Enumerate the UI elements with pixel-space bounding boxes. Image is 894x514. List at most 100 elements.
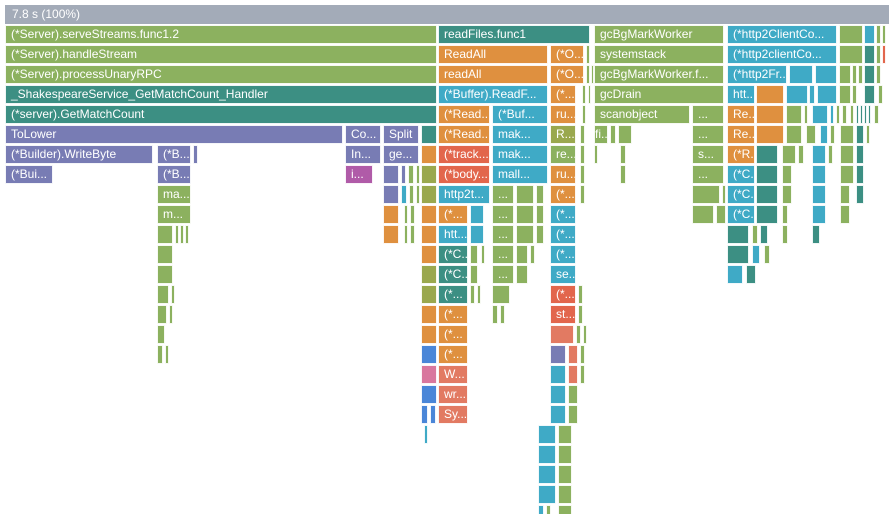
flame-frame-labeled[interactable]: (*... [438,325,468,344]
flame-frame[interactable] [421,165,437,184]
flame-frame-labeled[interactable]: (*... [550,205,576,224]
flame-frame[interactable] [401,185,407,204]
flame-frame[interactable] [727,245,749,264]
flame-frame-labeled[interactable]: ... [492,225,514,244]
flame-frame-labeled[interactable]: (*... [438,285,468,304]
flame-frame-labeled[interactable]: ma... [157,185,191,204]
flame-frame[interactable] [727,225,749,244]
flame-frame[interactable] [538,445,556,464]
flame-frame-labeled[interactable]: http2t... [438,185,490,204]
flame-frame[interactable] [882,25,886,44]
flame-frame[interactable] [864,25,875,44]
flame-frame-labeled[interactable]: mak... [492,145,548,164]
flame-frame[interactable] [404,205,408,224]
flame-frame[interactable] [756,205,778,224]
flame-frame-labeled[interactable]: mall... [492,165,548,184]
flame-frame[interactable] [157,345,163,364]
flame-frame-labeled[interactable]: ReadAll [438,45,548,64]
flame-frame[interactable] [550,345,566,364]
flame-frame[interactable] [839,45,863,64]
flame-frame[interactable] [809,85,815,104]
flame-frame-labeled[interactable]: (*R... [727,145,755,164]
flame-frame[interactable] [421,185,437,204]
flame-frame[interactable] [421,365,437,384]
flame-frame[interactable] [165,345,169,364]
flame-frame[interactable] [580,345,585,364]
flame-frame[interactable] [864,45,875,64]
flame-frame[interactable] [424,425,428,444]
flame-frame[interactable] [716,205,726,224]
flame-frame[interactable] [538,505,544,514]
flame-frame[interactable] [858,65,863,84]
flame-frame[interactable] [815,65,837,84]
flame-frame[interactable] [157,305,167,324]
flame-frame[interactable] [568,405,578,424]
flame-frame[interactable] [550,385,566,404]
flame-frame[interactable] [536,205,544,224]
flame-frame[interactable] [470,265,478,284]
flame-frame-labeled[interactable]: (*B... [157,145,191,164]
flame-frame[interactable] [856,145,864,164]
flame-frame[interactable] [586,65,590,84]
flame-frame[interactable] [516,245,528,264]
flame-frame[interactable] [477,285,481,304]
flame-frame[interactable] [180,225,184,244]
flame-frame[interactable] [876,45,881,64]
flame-frame[interactable] [782,225,788,244]
flame-frame[interactable] [546,505,551,514]
flame-frame[interactable] [157,225,173,244]
flame-frame[interactable] [842,105,847,124]
flame-frame-labeled[interactable]: Co... [345,125,381,144]
flame-frame[interactable] [839,85,851,104]
flame-frame[interactable] [416,165,420,184]
flame-frame[interactable] [538,465,556,484]
flame-frame-labeled[interactable]: fi... [594,125,608,144]
flame-frame[interactable] [756,85,784,104]
flame-frame-labeled[interactable]: (*http2clientCo... [727,45,837,64]
flame-frame-labeled[interactable]: wr... [438,385,468,404]
flame-frame-labeled[interactable]: (*O... [550,65,584,84]
flame-frame[interactable] [470,225,484,244]
flame-frame-labeled[interactable]: (*C... [727,185,755,204]
flame-frame[interactable] [383,185,399,204]
flame-frame[interactable] [500,305,505,324]
flame-frame[interactable] [868,105,871,124]
flame-frame[interactable] [840,165,854,184]
flame-frame-labeled[interactable]: (*track... [438,145,490,164]
flame-frame[interactable] [578,285,583,304]
flame-frame[interactable] [408,165,414,184]
flame-frame-labeled[interactable]: (*O... [550,45,584,64]
flame-frame[interactable] [492,285,510,304]
flame-frame[interactable] [430,405,436,424]
flame-frame[interactable] [558,445,572,464]
flame-frame[interactable] [786,125,802,144]
flame-frame[interactable] [764,245,770,264]
flame-frame[interactable] [516,205,534,224]
flame-frame-labeled[interactable]: W... [438,365,468,384]
flame-frame[interactable] [752,225,758,244]
flame-frame[interactable] [830,105,834,124]
flame-frame[interactable] [864,65,875,84]
flame-frame[interactable] [610,125,616,144]
flame-frame[interactable] [812,185,826,204]
flame-frame[interactable] [421,405,428,424]
flame-frame-labeled[interactable]: ru... [550,165,576,184]
flame-frame[interactable] [591,65,594,84]
flame-graph-root-bar[interactable]: 7.8 s (100%) [5,5,889,24]
flame-frame[interactable] [782,165,792,184]
flame-frame-labeled[interactable]: gcBgMarkWorker.f... [594,65,724,84]
flame-frame[interactable] [878,85,883,104]
flame-frame[interactable] [620,145,626,164]
flame-frame-labeled[interactable]: ru... [550,105,576,124]
flame-frame[interactable] [789,65,813,84]
flame-frame[interactable] [864,105,867,124]
flame-frame-labeled[interactable]: (*C... [727,165,755,184]
flame-frame[interactable] [840,205,850,224]
flame-frame-labeled[interactable]: In... [345,145,381,164]
flame-frame-labeled[interactable]: (*Builder).WriteByte [5,145,153,164]
flame-frame-labeled[interactable]: (*server).GetMatchCount [5,105,437,124]
flame-frame[interactable] [157,285,169,304]
flame-frame[interactable] [404,225,408,244]
flame-frame-labeled[interactable]: gcDrain [594,85,724,104]
flame-frame-labeled[interactable]: (*... [550,185,576,204]
